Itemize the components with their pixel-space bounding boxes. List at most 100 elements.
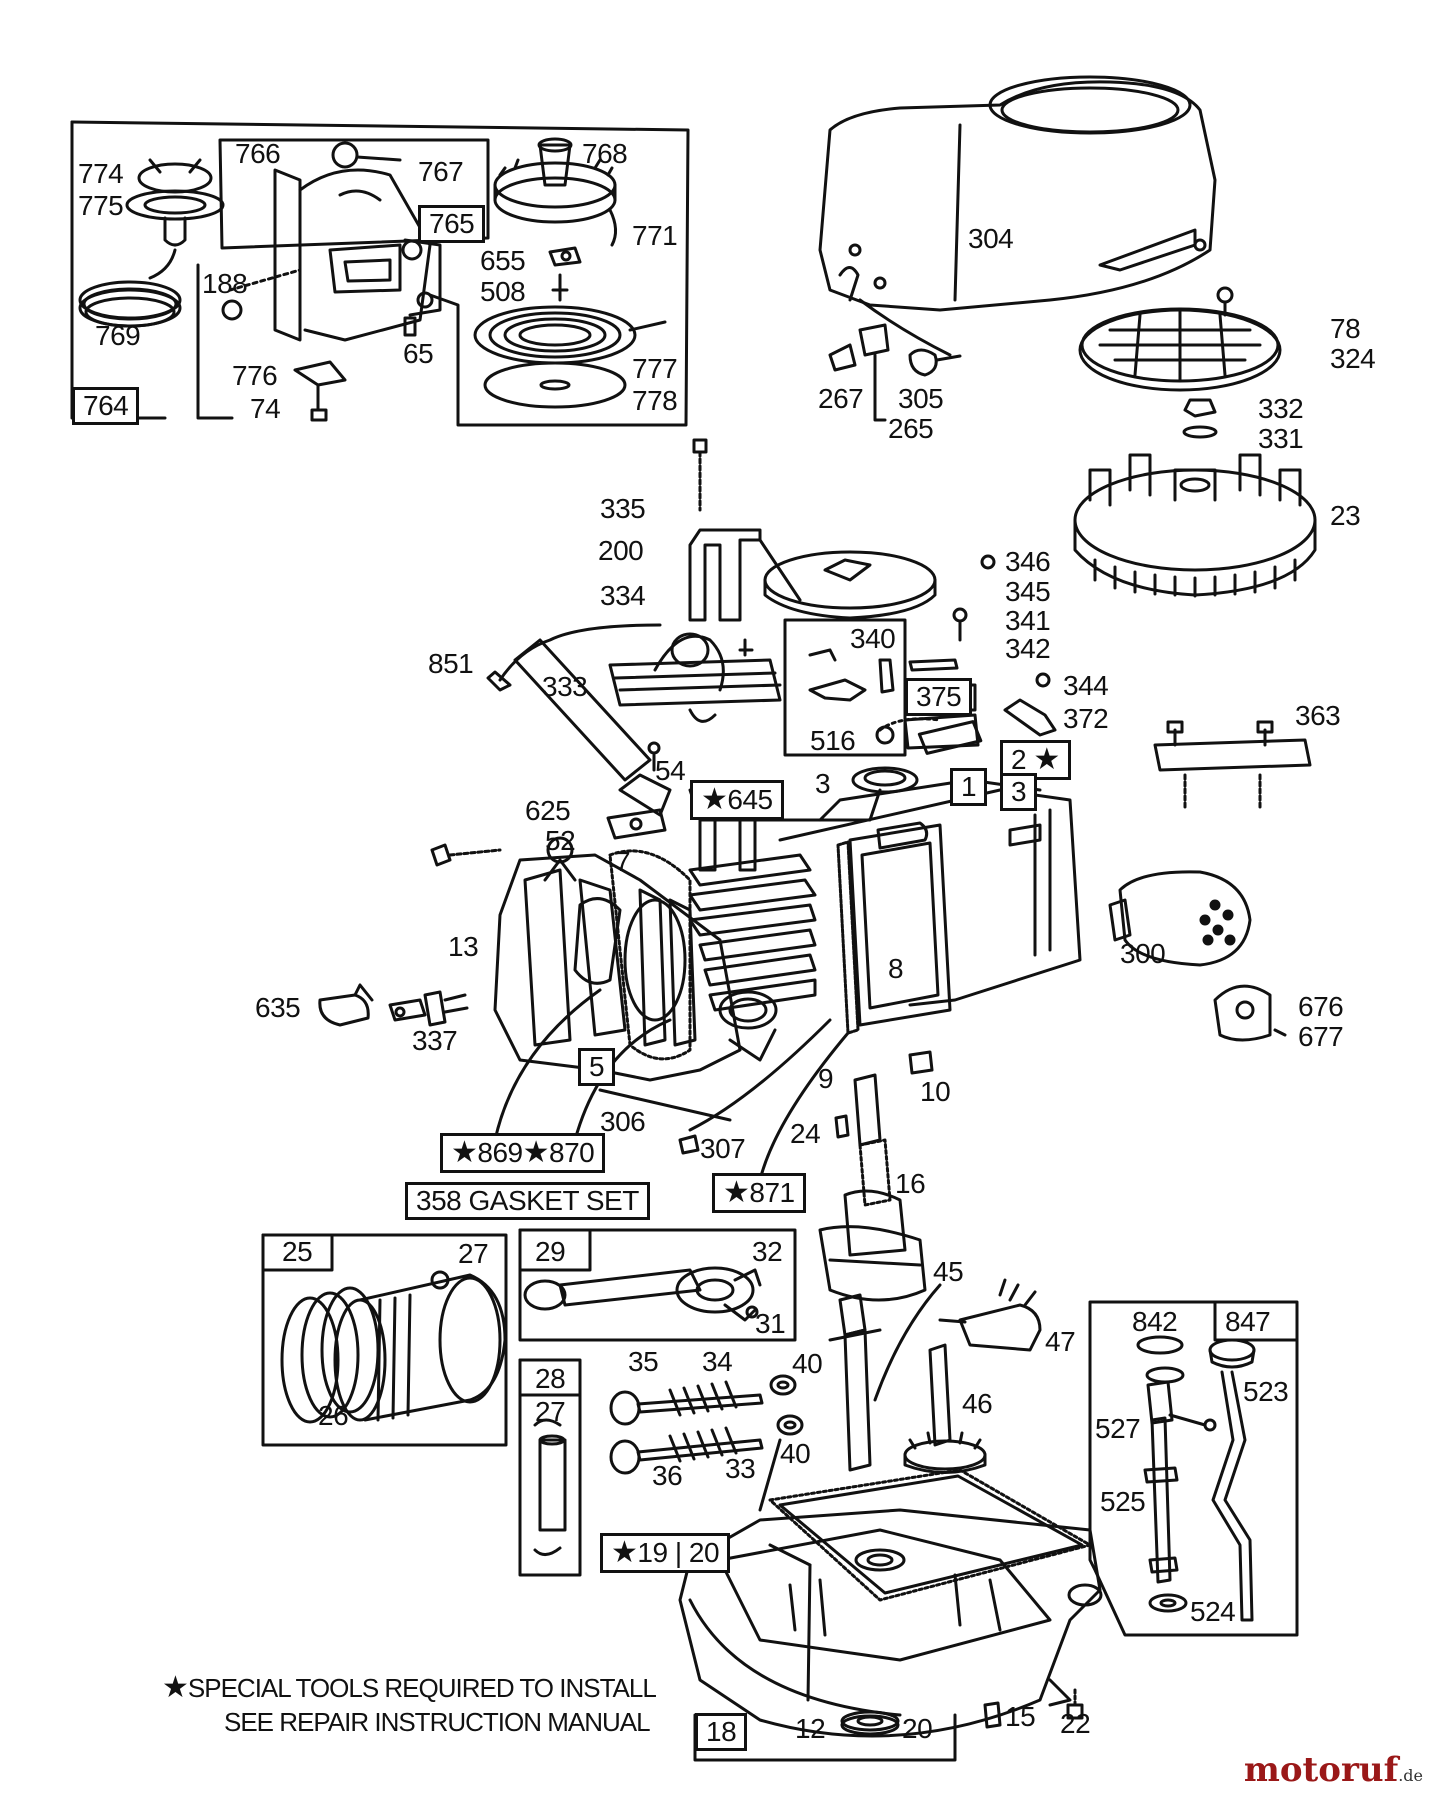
- label-851: 851: [428, 648, 474, 679]
- label-29: 29: [535, 1236, 566, 1267]
- label-345: 345: [1005, 576, 1051, 607]
- label-871: ★871: [712, 1173, 806, 1213]
- label-767: 767: [418, 156, 464, 187]
- label-40a: 40: [792, 1348, 823, 1379]
- label-340: 340: [850, 623, 896, 654]
- label-40b: 40: [780, 1438, 811, 1469]
- label-769: 769: [95, 320, 141, 351]
- label-305: 305: [898, 383, 944, 414]
- label-28: 28: [535, 1363, 566, 1394]
- gasket-52-drawing: [606, 808, 667, 840]
- label-2-number: 2: [1011, 744, 1027, 775]
- governor-drawing: [938, 1278, 1042, 1352]
- brake-spring-drawing: [221, 268, 347, 422]
- label-333: 333: [542, 671, 588, 702]
- label-265: 265: [888, 413, 934, 444]
- label-267: 267: [818, 383, 864, 414]
- label-25: 25: [282, 1236, 313, 1267]
- label-871-number: 871: [749, 1177, 795, 1208]
- screw-10-drawing: [908, 1050, 934, 1075]
- armature-333-drawing: [608, 632, 782, 723]
- leader-12: [806, 1563, 812, 1702]
- label-334: 334: [600, 580, 646, 611]
- label-332: 332: [1258, 393, 1304, 424]
- screw-334: [738, 638, 754, 657]
- valves-drawing: [609, 1374, 804, 1475]
- label-78: 78: [1330, 313, 1361, 344]
- sump-gasket-drawing: [768, 1468, 1092, 1602]
- label-32: 32: [752, 1236, 783, 1267]
- starter-handle-drawing: [125, 158, 225, 280]
- label-22: 22: [1060, 1708, 1091, 1739]
- leader-869: [493, 988, 602, 1142]
- crankshaft-drawing: [818, 1073, 927, 1472]
- muffler-drawing: [1108, 870, 1252, 967]
- label-1: 1: [950, 768, 988, 806]
- label-200: 200: [598, 535, 644, 566]
- star-icon: ★: [611, 1536, 638, 1569]
- label-870-number: 870: [549, 1137, 595, 1168]
- oil-seal-20-drawing: [840, 1710, 900, 1736]
- label-527: 527: [1095, 1413, 1141, 1444]
- label-777: 777: [632, 353, 678, 384]
- plug-boot-635-drawing: [318, 983, 374, 1027]
- label-7: 7: [615, 846, 631, 877]
- label-341: 341: [1005, 605, 1051, 636]
- label-47: 47: [1045, 1326, 1076, 1357]
- screw-307-drawing: [678, 1134, 700, 1155]
- label-372: 372: [1063, 703, 1109, 734]
- spark-plug-wire-851: [498, 623, 662, 682]
- label-842: 842: [1132, 1306, 1178, 1337]
- head-gasket-drawing: [608, 849, 692, 1061]
- watermark-tld: .de: [1398, 1766, 1423, 1785]
- label-306: 306: [600, 1106, 646, 1137]
- label-3b: 3: [1000, 773, 1038, 811]
- label-300: 300: [1120, 938, 1166, 969]
- label-524: 524: [1190, 1596, 1236, 1627]
- label-331: 331: [1258, 423, 1304, 454]
- label-15: 15: [1005, 1701, 1036, 1732]
- spark-plug-drawing: [388, 990, 469, 1027]
- label-65: 65: [403, 338, 434, 369]
- star-icon: ★: [723, 1176, 750, 1209]
- screw-22-drawing: [1066, 1688, 1084, 1720]
- label-337: 337: [412, 1025, 458, 1056]
- label-31: 31: [755, 1308, 786, 1339]
- label-27b: 27: [535, 1396, 566, 1427]
- label-344: 344: [1063, 670, 1109, 701]
- sump-drawing: [678, 1508, 1103, 1738]
- connecting-rod-frame: [518, 1228, 797, 1342]
- label-625: 625: [525, 795, 571, 826]
- key-24-drawing: [834, 1114, 850, 1139]
- label-74: 74: [250, 393, 281, 424]
- note-line-1: SPECIAL TOOLS REQUIRED TO INSTALL: [187, 1673, 657, 1703]
- label-20b: 20: [902, 1713, 933, 1744]
- dipstick-frame: [1088, 1300, 1299, 1637]
- piston-frame: [261, 1233, 508, 1447]
- label-765: 765: [418, 205, 486, 243]
- label-363: 363: [1295, 700, 1341, 731]
- label-869-number: 869: [477, 1137, 523, 1168]
- label-676: 676: [1298, 991, 1344, 1022]
- label-645-number: 645: [727, 784, 773, 815]
- gasket-9-drawing: [836, 840, 860, 1035]
- label-34: 34: [702, 1346, 733, 1377]
- label-33: 33: [725, 1453, 756, 1484]
- label-188: 188: [202, 268, 248, 299]
- watermark-brand: motoruf: [1243, 1750, 1399, 1790]
- breaker-cover-drawing: [763, 550, 996, 620]
- bracket-372-drawing: [1003, 672, 1057, 737]
- label-375: 375: [905, 678, 973, 716]
- pawl-pin-drawing: [331, 141, 402, 169]
- label-335: 335: [600, 493, 646, 524]
- label-24: 24: [790, 1118, 821, 1149]
- label-847: 847: [1225, 1306, 1271, 1337]
- starter-rope-coil: [78, 280, 182, 328]
- flywheel-nut-drawing: [1182, 398, 1218, 439]
- watermark-logo: motoruf.de: [1244, 1750, 1423, 1790]
- label-655: 655: [480, 245, 526, 276]
- flywheel-drawing: [1073, 453, 1317, 598]
- label-768: 768: [582, 138, 628, 169]
- note-line-2: SEE REPAIR INSTRUCTION MANUAL: [224, 1706, 651, 1737]
